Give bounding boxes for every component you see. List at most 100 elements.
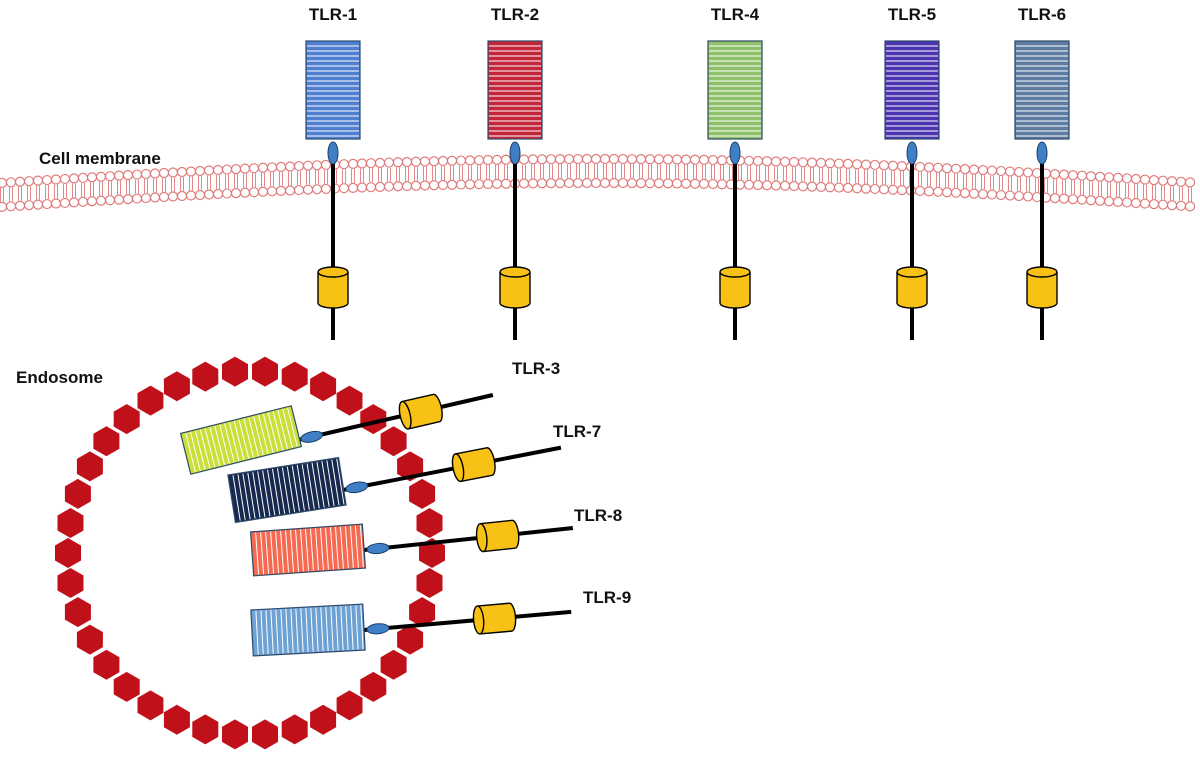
phospholipid <box>527 154 539 189</box>
tir-domain <box>451 447 496 483</box>
receptor-label: TLR-8 <box>574 506 622 525</box>
phospholipid <box>644 154 656 189</box>
phospholipid <box>599 153 611 189</box>
phospholipid <box>968 164 980 199</box>
ectodomain <box>179 405 303 475</box>
phospholipid <box>950 163 962 198</box>
phospholipid <box>1004 166 1016 201</box>
phospholipid <box>842 158 854 193</box>
phospholipid <box>212 164 224 200</box>
receptor-tlr-1: TLR-1 <box>305 5 361 340</box>
endosome-hexagon <box>113 404 140 435</box>
phospholipid <box>797 157 809 192</box>
receptor-label: TLR-3 <box>512 359 560 378</box>
transmembrane-knob <box>729 141 741 165</box>
receptor-stalk <box>363 526 574 552</box>
receptor-stalk <box>342 445 562 492</box>
phospholipid <box>122 170 134 205</box>
phospholipid <box>167 167 179 202</box>
phospholipid <box>635 154 647 189</box>
receptor-tlr-8: TLR-8 <box>249 506 622 577</box>
phospholipid <box>473 155 485 190</box>
tir-domain <box>896 266 928 309</box>
phospholipid <box>374 157 386 192</box>
phospholipid <box>626 153 638 189</box>
phospholipid <box>1013 166 1025 202</box>
endosome-hexagon <box>416 508 443 538</box>
receptor-stalk <box>297 393 494 442</box>
phospholipid <box>347 158 359 193</box>
endosome-hexagon <box>380 649 407 680</box>
receptor-label: TLR-4 <box>711 5 760 24</box>
phospholipid <box>761 156 773 191</box>
receptor-label: TLR-6 <box>1018 5 1066 24</box>
phospholipid <box>239 163 251 198</box>
receptor-tlr-3: TLR-3 <box>179 359 560 475</box>
phospholipid <box>869 159 881 195</box>
phospholipid <box>446 155 458 190</box>
phospholipid <box>383 157 395 192</box>
phospholipid <box>779 156 791 191</box>
endosome-hexagon <box>137 385 164 416</box>
phospholipid <box>284 161 296 196</box>
phospholipid <box>914 161 926 197</box>
phospholipid <box>41 174 53 210</box>
phospholipid <box>500 154 512 189</box>
receptor-stalk <box>363 609 572 632</box>
phospholipid <box>887 160 899 195</box>
phospholipid <box>356 158 368 193</box>
phospholipid <box>257 162 269 197</box>
phospholipid <box>896 161 908 196</box>
endosome-hexagon <box>281 714 308 745</box>
phospholipid <box>365 158 377 193</box>
phospholipid <box>176 166 188 202</box>
receptor-tlr-5: TLR-5 <box>884 5 940 340</box>
phospholipid <box>311 160 323 195</box>
phospholipid <box>131 169 143 204</box>
transmembrane-knob <box>906 141 918 165</box>
ectodomain <box>250 603 366 657</box>
phospholipid <box>995 165 1007 201</box>
endosome-hexagon <box>57 508 84 538</box>
phospholipid <box>1148 175 1160 210</box>
phospholipid <box>266 162 278 197</box>
phospholipid <box>1112 172 1124 207</box>
tir-domain <box>472 602 517 635</box>
phospholipid <box>50 174 62 209</box>
phospholipid <box>1076 170 1088 205</box>
phospholipid <box>680 154 692 189</box>
phospholipid <box>464 155 476 190</box>
phospholipid <box>95 171 107 206</box>
phospholipid <box>743 155 755 190</box>
phospholipid <box>77 172 89 207</box>
phospholipid <box>410 156 422 191</box>
phospholipid <box>275 161 287 196</box>
phospholipid <box>158 167 170 203</box>
phospholipid <box>0 177 8 212</box>
phospholipid <box>788 156 800 192</box>
phospholipid <box>140 168 152 204</box>
phospholipid <box>1157 175 1169 210</box>
phospholipid <box>428 156 440 191</box>
phospholipid <box>851 159 863 194</box>
endosome-hexagon <box>76 624 103 655</box>
receptor-label: TLR-5 <box>888 5 936 24</box>
phospholipid <box>455 155 467 190</box>
endosome-hexagon <box>310 704 337 735</box>
transmembrane-knob <box>509 141 521 165</box>
phospholipid <box>860 159 872 194</box>
phospholipid <box>1184 177 1196 212</box>
phospholipid <box>815 157 827 193</box>
phospholipid <box>23 176 35 211</box>
ectodomain <box>249 523 367 577</box>
endosome-hexagon <box>64 597 91 628</box>
transmembrane-knob <box>300 430 323 443</box>
phospholipid <box>941 163 953 198</box>
tir-domain <box>398 393 443 430</box>
phospholipid <box>536 154 548 189</box>
ectodomain <box>707 40 763 140</box>
endosome-hexagon <box>137 690 164 721</box>
phospholipid <box>923 162 935 197</box>
